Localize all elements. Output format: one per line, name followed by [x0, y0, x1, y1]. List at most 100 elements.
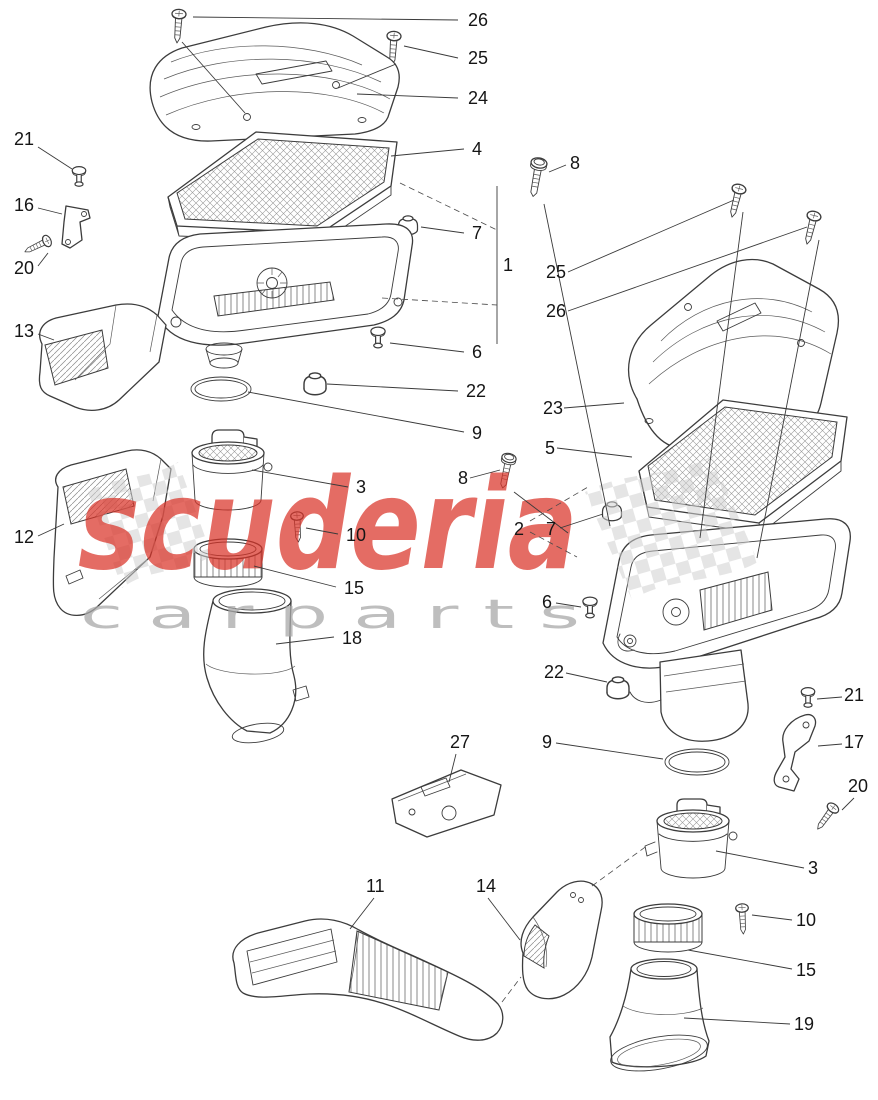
air-cleaner-cover-left [149, 22, 400, 142]
clip-21-left [71, 166, 87, 187]
callout-leader-25-1 [403, 45, 459, 59]
callout-leader-6-12 [389, 342, 465, 353]
callout-label-17-33: 17 [844, 732, 864, 752]
screw-26-left [169, 8, 187, 45]
callout-leader-21-7 [37, 146, 73, 170]
guide-line-6 [756, 239, 820, 559]
callout-label-24-2: 24 [468, 88, 488, 108]
callout-leader-20-9 [37, 252, 49, 267]
maf-sensor-3-left [191, 429, 273, 511]
callout-label-19-38: 19 [794, 1014, 814, 1034]
guide-line-5 [699, 211, 744, 539]
air-cleaner-cover-right [628, 258, 840, 450]
callout-leader-13-10 [37, 333, 55, 341]
guide-line-8 [501, 976, 522, 1003]
air-duct-14 [520, 880, 603, 1000]
bolt-20-left [21, 233, 54, 258]
bracket-17 [773, 713, 817, 792]
guide-line-10 [529, 531, 578, 558]
callout-leader-20-34 [841, 797, 855, 811]
callout-leader-17-33 [817, 743, 843, 747]
callout-leader-3-15 [251, 469, 349, 488]
air-duct-11 [232, 918, 504, 1041]
callout-label-21-32: 21 [844, 685, 864, 705]
callout-leader-10-16 [305, 527, 339, 535]
callout-leader-24-2 [356, 93, 459, 99]
callout-label-20-34: 20 [848, 776, 868, 796]
clip-21-right [800, 687, 816, 708]
callout-label-3-15: 3 [356, 477, 366, 497]
guide-line-7 [513, 491, 569, 534]
callout-label-22-13: 22 [466, 381, 486, 401]
left-air-cleaner-assembly [21, 8, 603, 1041]
stud-6-left [370, 326, 386, 349]
bracket-16 [61, 205, 91, 249]
callout-leader-26-0 [192, 16, 459, 21]
callout-leader-18-18 [275, 636, 335, 645]
callout-leader-11-20 [349, 897, 375, 930]
callout-label-14-21: 14 [476, 876, 496, 896]
callout-label-7-28: 7 [546, 519, 556, 539]
callout-label-13-10: 13 [14, 321, 34, 341]
callout-label-15-17: 15 [344, 578, 364, 598]
callout-label-23-24: 23 [543, 398, 563, 418]
callout-leader-15-37 [687, 949, 793, 970]
bolt-20-right [811, 800, 842, 834]
callout-leader-23-24 [563, 402, 625, 409]
callout-leader-4-3 [390, 148, 465, 157]
screw-10-right [734, 902, 751, 935]
air-duct-18 [203, 588, 310, 744]
maf-sensor-3-right [644, 798, 738, 879]
callout-label-5-25: 5 [545, 438, 555, 458]
checkered-flag-left [88, 462, 212, 588]
callout-label-26-23: 26 [546, 301, 566, 321]
callout-leader-25-22 [567, 199, 735, 273]
callout-leader-8-4 [548, 164, 567, 173]
callout-label-25-22: 25 [546, 262, 566, 282]
callout-leader-9-31 [555, 742, 664, 760]
callout-leader-14-21 [487, 897, 521, 941]
callout-label-4-3: 4 [472, 139, 482, 159]
watermark-brand-text: scuderia [78, 451, 578, 598]
callout-leader-16-8 [37, 207, 63, 215]
callout-label-8-4: 8 [570, 153, 580, 173]
callout-label-12-11: 12 [14, 527, 34, 547]
callout-leader-9-14 [247, 391, 465, 433]
callout-label-18-18: 18 [342, 628, 362, 648]
callout-leader-26-23 [567, 226, 808, 312]
callout-label-10-36: 10 [796, 910, 816, 930]
guide-line-1 [337, 63, 397, 89]
watermark: scuderia c a r p a r t s [78, 451, 758, 638]
guide-line-0 [181, 41, 246, 114]
air-cleaner-housing-left [132, 223, 414, 369]
callout-leader-10-36 [751, 914, 793, 921]
callout-leader-2-27 [529, 486, 589, 522]
callout-label-9-31: 9 [542, 732, 552, 752]
intake-duct-13 [38, 303, 167, 411]
callout-leader-21-32 [816, 696, 843, 700]
callout-label-20-9: 20 [14, 258, 34, 278]
bracket-27 [391, 769, 502, 838]
callout-label-27-19: 27 [450, 732, 470, 752]
callout-label-25-1: 25 [468, 48, 488, 68]
callout-label-22-30: 22 [544, 662, 564, 682]
air-filter-element-left [167, 131, 398, 243]
callout-label-21-7: 21 [14, 129, 34, 149]
callout-label-1-6: 1 [503, 255, 513, 275]
grommet-22-right [606, 676, 630, 700]
guide-line-4 [543, 203, 611, 527]
callout-label-26-0: 26 [468, 10, 488, 30]
callout-label-9-14: 9 [472, 423, 482, 443]
callout-leader-22-13 [326, 383, 459, 392]
screw-25-right [724, 182, 748, 220]
callout-label-10-16: 10 [346, 525, 366, 545]
guide-line-2 [399, 182, 498, 231]
callout-label-6-29: 6 [542, 592, 552, 612]
callout-leader-8-26 [469, 469, 501, 479]
bolt-8-top [524, 156, 549, 199]
callout-leader-22-30 [565, 672, 608, 683]
callout-leader-7-5 [420, 226, 465, 234]
